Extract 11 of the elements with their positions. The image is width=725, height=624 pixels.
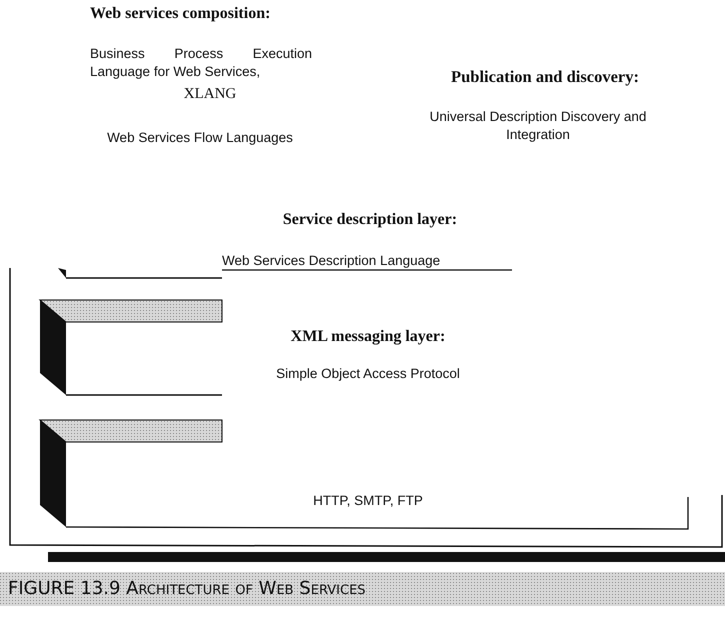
figure-caption: FIGURE 13.9 Architecture of Web Services: [8, 578, 366, 599]
body-text: Business Process Execution Language for Web Services,: [90, 45, 312, 80]
section-heading: Publication and discovery:: [450, 66, 640, 88]
section-heading: Service description layer:: [282, 210, 458, 230]
body-text: Web Services Description Language: [222, 252, 442, 270]
body-text: XLANG: [182, 85, 238, 104]
section-heading: Web services composition:: [90, 4, 272, 24]
body-text: Web Services Flow Languages: [106, 129, 294, 147]
body-text: Universal Description Discovery and Integration: [428, 108, 648, 144]
layer-heading: XML messaging layer:: [290, 328, 446, 346]
layer-text: Simple Object Access Protocol: [275, 366, 461, 381]
